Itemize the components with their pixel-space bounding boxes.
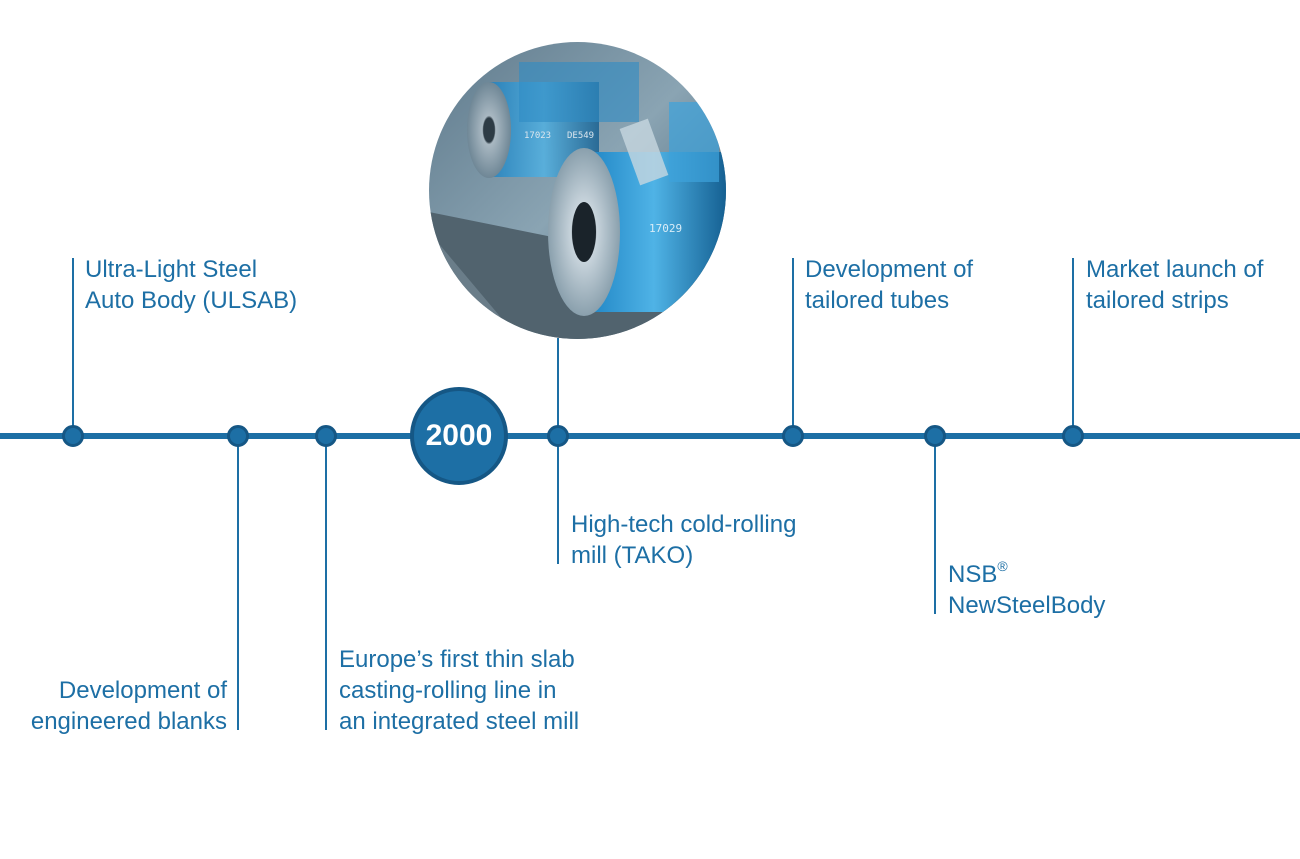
event-nsb-line-2: NewSteelBody [948, 592, 1106, 619]
steel-coils-photo: 17029 17023 DE549 [429, 42, 726, 339]
event-label-tako: High-tech cold-rolling mill (TAKO) [571, 509, 796, 571]
event-thin-slab-line-2: casting-rolling line in [339, 677, 557, 704]
event-tailored-tubes-line-2: tailored tubes [805, 287, 950, 314]
registered-mark: ® [997, 558, 1008, 574]
timeline-node-tako [547, 425, 569, 447]
event-label-ulsab: Ultra-Light Steel Auto Body (ULSAB) [85, 254, 297, 316]
timeline-node-ulsab [62, 425, 84, 447]
stem-tailored-tubes [792, 258, 794, 436]
timeline-node-nsb [924, 425, 946, 447]
event-thin-slab-line-3: an integrated steel mill [339, 708, 580, 735]
event-engineered-blanks-line-1: Development of [58, 677, 227, 704]
year-badge-2000: 2000 [410, 387, 508, 485]
timeline-node-engineered-blanks [227, 425, 249, 447]
event-thin-slab-line-1: Europe’s first thin slab [339, 646, 575, 673]
event-label-nsb: NSB® NewSteelBody [948, 559, 1105, 621]
timeline-node-thin-slab [315, 425, 337, 447]
svg-text:17023: 17023 [524, 131, 551, 141]
stem-tako [557, 338, 559, 564]
timeline-node-tailored-tubes [782, 425, 804, 447]
event-tailored-strips-line-1: Market launch of [1086, 256, 1264, 283]
stem-thin-slab [325, 436, 327, 730]
event-nsb-line-1: NSB® [948, 559, 1105, 590]
steel-coils-illustration: 17029 17023 DE549 [429, 42, 726, 339]
stem-nsb [934, 436, 936, 614]
event-nsb-title: NSB [948, 561, 998, 588]
svg-text:DE549: DE549 [567, 131, 594, 141]
event-engineered-blanks-line-2: engineered blanks [30, 708, 227, 735]
timeline-node-tailored-strips [1062, 425, 1084, 447]
stem-ulsab [72, 258, 74, 436]
stem-engineered-blanks [237, 436, 239, 730]
timeline-axis [0, 433, 1300, 439]
event-label-tailored-tubes: Development of tailored tubes [805, 254, 973, 316]
stem-tailored-strips [1072, 258, 1074, 436]
event-tailored-strips-line-2: tailored strips [1086, 287, 1229, 314]
event-ulsab-line-1: Ultra-Light Steel [85, 256, 258, 283]
svg-text:17029: 17029 [649, 222, 682, 235]
event-label-thin-slab: Europe’s first thin slab casting-rolling… [339, 644, 579, 737]
event-tako-line-2: mill (TAKO) [571, 542, 694, 569]
event-label-tailored-strips: Market launch of tailored strips [1086, 254, 1263, 316]
event-ulsab-line-2: Auto Body (ULSAB) [85, 287, 298, 314]
event-label-engineered-blanks: Development of engineered blanks [31, 675, 227, 737]
event-tako-line-1: High-tech cold-rolling [571, 511, 797, 538]
event-tailored-tubes-line-1: Development of [805, 256, 974, 283]
